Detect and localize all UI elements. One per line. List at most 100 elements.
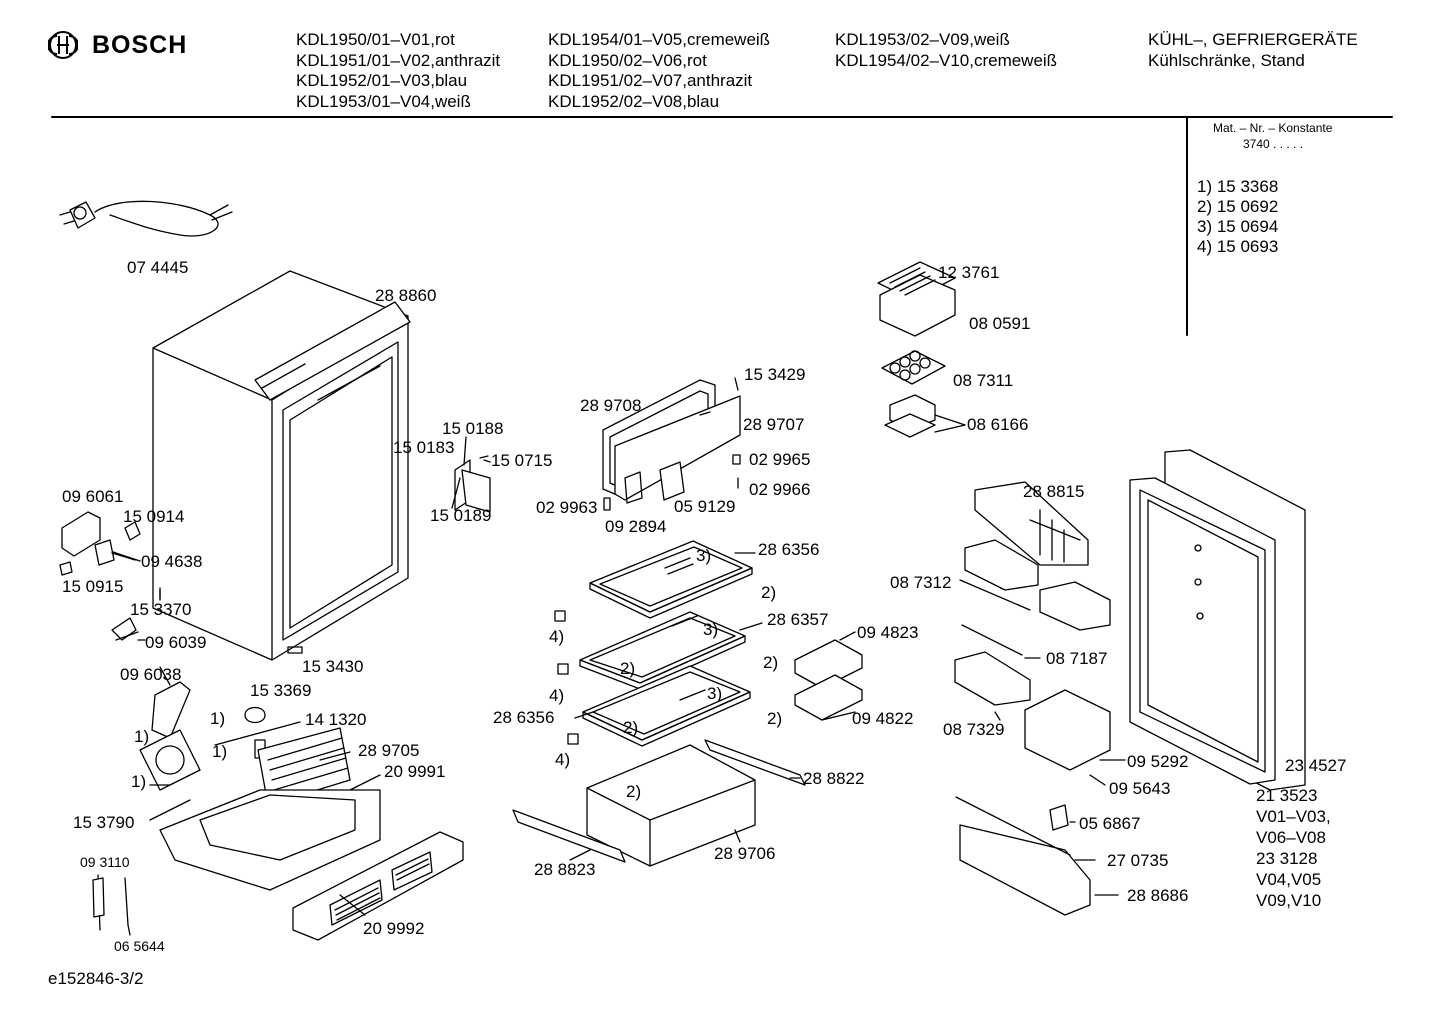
model-line: KDL1951/01–V02,anthrazit <box>296 51 501 70</box>
part-label: 28 8822 <box>803 769 865 788</box>
part-label: 28 9708 <box>580 396 642 415</box>
callout-marker: 2) <box>623 718 639 737</box>
frame-lines <box>51 116 1393 336</box>
model-line: KDL1950/01–V01,rot <box>296 30 455 49</box>
callout-marker: 4) <box>549 627 565 646</box>
part-label: 07 4445 <box>127 258 189 277</box>
part-label: 15 0914 <box>123 507 185 526</box>
part-label: 27 0735 <box>1107 851 1169 870</box>
document-id: e152846-3/2 <box>48 969 144 988</box>
part-label: 09 2894 <box>605 517 667 536</box>
model-line: KDL1951/02–V07,anthrazit <box>548 71 753 90</box>
butter-dish <box>884 394 936 438</box>
part-label: 02 9966 <box>749 480 811 499</box>
part-label: 05 6867 <box>1079 814 1141 833</box>
part-label: 23 4527 <box>1285 756 1347 775</box>
callout-marker: 2) <box>620 659 636 678</box>
hinge-parts <box>451 436 491 513</box>
part-label: 09 4822 <box>852 709 914 728</box>
part-label: 09 6038 <box>120 665 182 684</box>
part-label: 28 6356 <box>758 540 820 559</box>
variant-line: V09,V10 <box>1256 891 1322 910</box>
refrigerator-door <box>1129 449 1306 791</box>
part-label: 20 9991 <box>384 762 446 781</box>
constant-value: 3740 . . . . . <box>1243 137 1304 151</box>
part-label: 28 6357 <box>767 610 829 629</box>
part-label: 15 3370 <box>130 600 192 619</box>
callout-marker: 4) <box>549 686 565 705</box>
part-label: 15 0188 <box>442 419 504 438</box>
model-line: KDL1952/01–V03,blau <box>296 71 468 90</box>
bosch-logo-icon <box>48 31 78 59</box>
part-label: 02 9963 <box>536 498 598 517</box>
part-label: 28 9705 <box>358 741 420 760</box>
part-label: 28 8860 <box>375 286 437 305</box>
part-label: 09 6061 <box>62 487 124 506</box>
callout-marker: 1) <box>212 742 228 761</box>
sensor-part <box>92 874 131 936</box>
part-label: 09 4638 <box>141 552 203 571</box>
part-label: 02 9965 <box>749 450 811 469</box>
vent-grille <box>292 831 464 941</box>
callout-marker: 1) <box>134 727 150 746</box>
small-trays <box>794 639 863 721</box>
glass-shelves <box>554 540 753 747</box>
callout-marker: 3) <box>696 546 712 565</box>
category-title: KÜHL–, GEFRIERGERÄTE <box>1148 30 1358 49</box>
egg-tray <box>881 350 946 385</box>
part-label: 15 3430 <box>302 657 364 676</box>
constant-title: Mat. – Nr. – Konstante <box>1213 121 1333 135</box>
part-label: 08 0591 <box>969 314 1031 333</box>
variant-line: 21 3523 <box>1256 786 1318 805</box>
part-label: 15 3790 <box>73 813 135 832</box>
power-cord <box>59 200 233 237</box>
part-label: 28 8815 <box>1023 482 1085 501</box>
crisper-drawer <box>512 739 806 867</box>
part-label: 28 8823 <box>534 860 596 879</box>
part-label: 15 0183 <box>393 438 455 457</box>
part-label: 14 1320 <box>305 710 367 729</box>
model-line: KDL1953/02–V09,weiß <box>835 30 1010 49</box>
callout-marker: 1) <box>131 772 147 791</box>
part-label: 08 6166 <box>967 415 1029 434</box>
compressor-assembly <box>139 681 381 891</box>
part-label: 15 0189 <box>430 506 492 525</box>
part-label: 12 3761 <box>938 263 1000 282</box>
brand-name: BOSCH <box>92 30 188 59</box>
variant-line: 23 3128 <box>1256 849 1318 868</box>
callout-marker: 1) <box>210 709 226 728</box>
control-parts <box>59 511 161 641</box>
part-label: 09 6039 <box>145 633 207 652</box>
part-label: 06 5644 <box>114 938 165 954</box>
callout-marker: 3) <box>707 684 723 703</box>
model-line: KDL1952/02–V08,blau <box>548 92 720 111</box>
callout-marker: 3) <box>703 620 719 639</box>
constant-item: 3) 15 0694 <box>1197 217 1279 236</box>
callout-marker: 2) <box>763 653 779 672</box>
part-label: 20 9992 <box>363 919 425 938</box>
constant-item: 1) 15 3368 <box>1197 177 1279 196</box>
part-label: 28 9706 <box>714 844 776 863</box>
part-label: 08 7187 <box>1046 649 1108 668</box>
part-label: 28 9707 <box>743 415 805 434</box>
ice-tray <box>877 261 956 337</box>
variant-line: V01–V03, <box>1256 807 1331 826</box>
part-label: 15 3369 <box>250 681 312 700</box>
callout-marker: 2) <box>626 782 642 801</box>
brand: BOSCH <box>48 30 187 60</box>
door-panel <box>602 377 741 511</box>
callout-marker: 4) <box>555 750 571 769</box>
part-label: 09 4823 <box>857 623 919 642</box>
part-label: 15 0715 <box>491 451 553 470</box>
cabinet-housing <box>152 270 411 661</box>
part-label: 28 8686 <box>1127 886 1189 905</box>
part-label: 09 5292 <box>1127 752 1189 771</box>
constant-item: 4) 15 0693 <box>1197 237 1279 256</box>
part-label: 15 0915 <box>62 577 124 596</box>
part-label: 09 5643 <box>1109 779 1171 798</box>
part-label: 09 3110 <box>80 854 130 870</box>
model-line: KDL1950/02–V06,rot <box>548 51 707 70</box>
part-label: 08 7329 <box>943 720 1005 739</box>
model-line: KDL1953/01–V04,weiß <box>296 92 471 111</box>
